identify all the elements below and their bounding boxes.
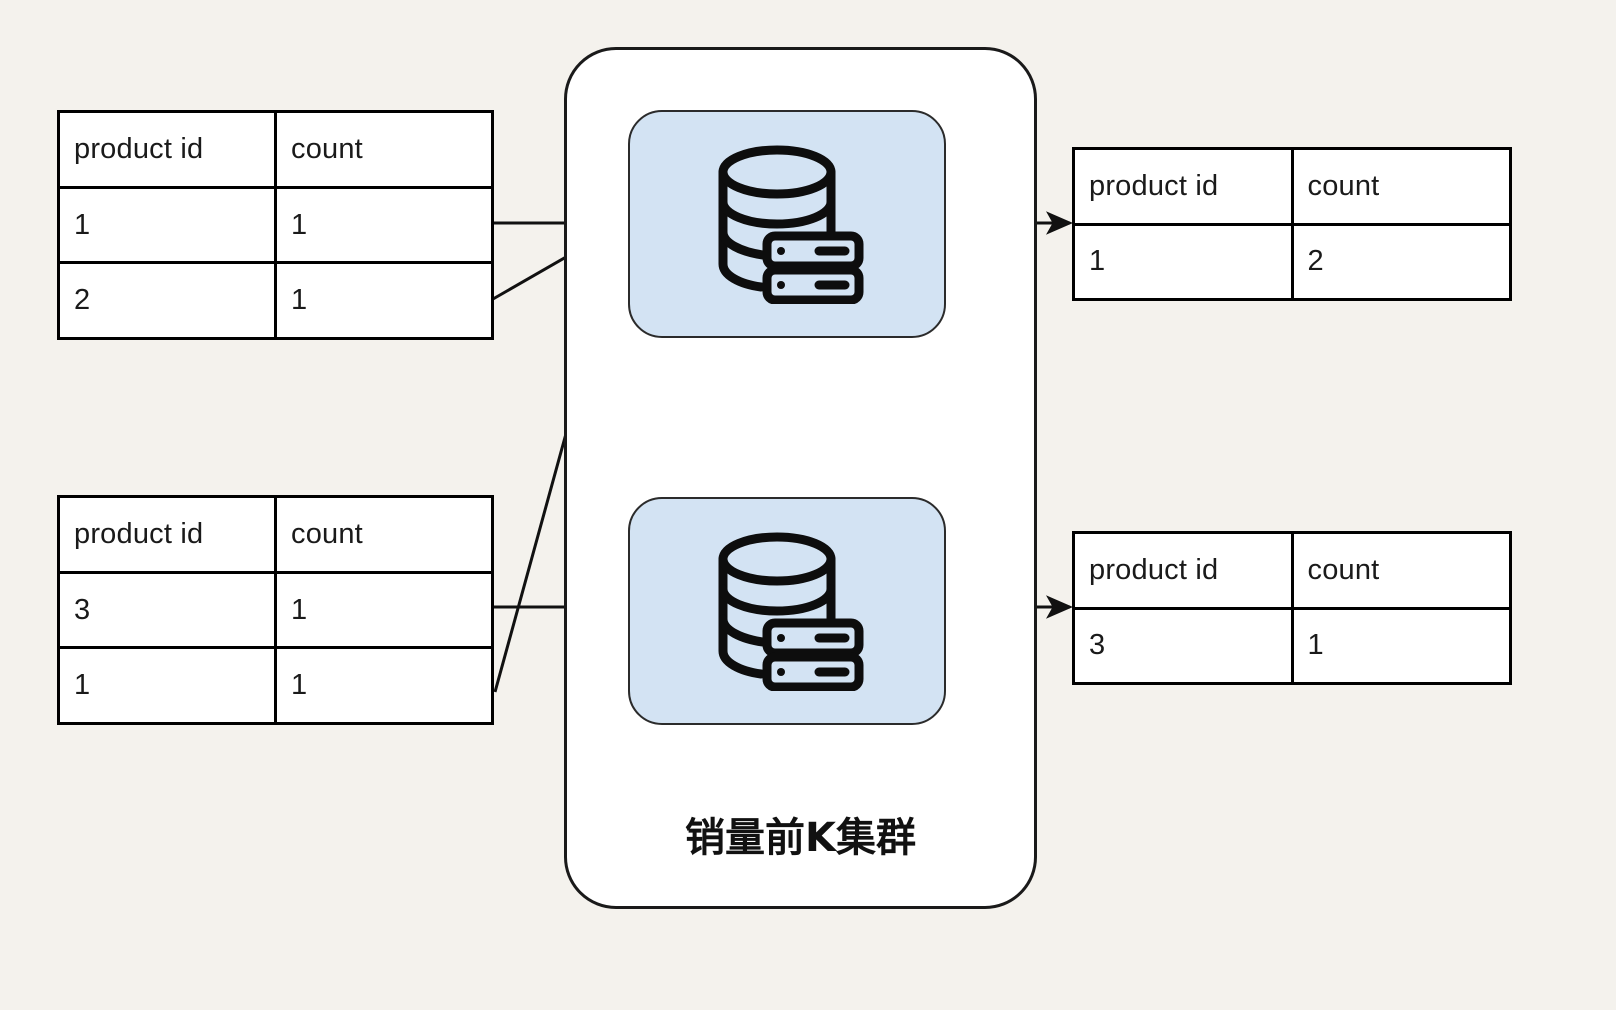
- cell-count: 1: [1307, 629, 1324, 662]
- column-header-count: count: [291, 132, 363, 165]
- cell-product-id: 3: [60, 573, 277, 647]
- cluster-title: 销量前K集群: [685, 815, 916, 861]
- column-header-count: count: [291, 517, 363, 550]
- database-server-icon: [701, 144, 873, 304]
- cell-product-id: 1: [60, 188, 277, 262]
- table-header-row: product id count: [1075, 150, 1509, 226]
- table-header-row: product id count: [60, 498, 491, 574]
- table-row: 1 2: [1075, 225, 1509, 298]
- input-table-1: product id count 1 1 2 1: [57, 110, 494, 340]
- table-row: 3 1: [60, 573, 491, 650]
- cell-count: 1: [291, 593, 308, 626]
- table-row: 3 1: [1075, 609, 1509, 682]
- table-header-row: product id count: [60, 113, 491, 189]
- column-header-product-id: product id: [60, 498, 277, 571]
- table-row: 1 1: [60, 188, 491, 265]
- cell-product-id: 2: [60, 264, 277, 338]
- cell-product-id: 1: [1075, 225, 1294, 298]
- cell-product-id: 1: [60, 649, 277, 723]
- database-server-icon: [701, 531, 873, 691]
- column-header-count: count: [1307, 553, 1380, 586]
- output-table-2: product id count 3 1: [1072, 531, 1512, 685]
- table-header-row: product id count: [1075, 534, 1509, 610]
- column-header-count: count: [1307, 169, 1380, 202]
- input-table-2: product id count 3 1 1 1: [57, 495, 494, 725]
- cell-count: 1: [291, 284, 308, 317]
- cell-count: 1: [291, 208, 308, 241]
- database-node-top[interactable]: [628, 110, 946, 338]
- column-header-product-id: product id: [1075, 534, 1294, 607]
- column-header-product-id: product id: [60, 113, 277, 186]
- table-row: 2 1: [60, 264, 491, 338]
- cell-product-id: 3: [1075, 609, 1294, 682]
- column-header-product-id: product id: [1075, 150, 1294, 223]
- cell-count: 1: [291, 669, 308, 702]
- cell-count: 2: [1307, 245, 1324, 278]
- table-row: 1 1: [60, 649, 491, 723]
- output-table-1: product id count 1 2: [1072, 147, 1512, 301]
- database-node-bottom[interactable]: [628, 497, 946, 725]
